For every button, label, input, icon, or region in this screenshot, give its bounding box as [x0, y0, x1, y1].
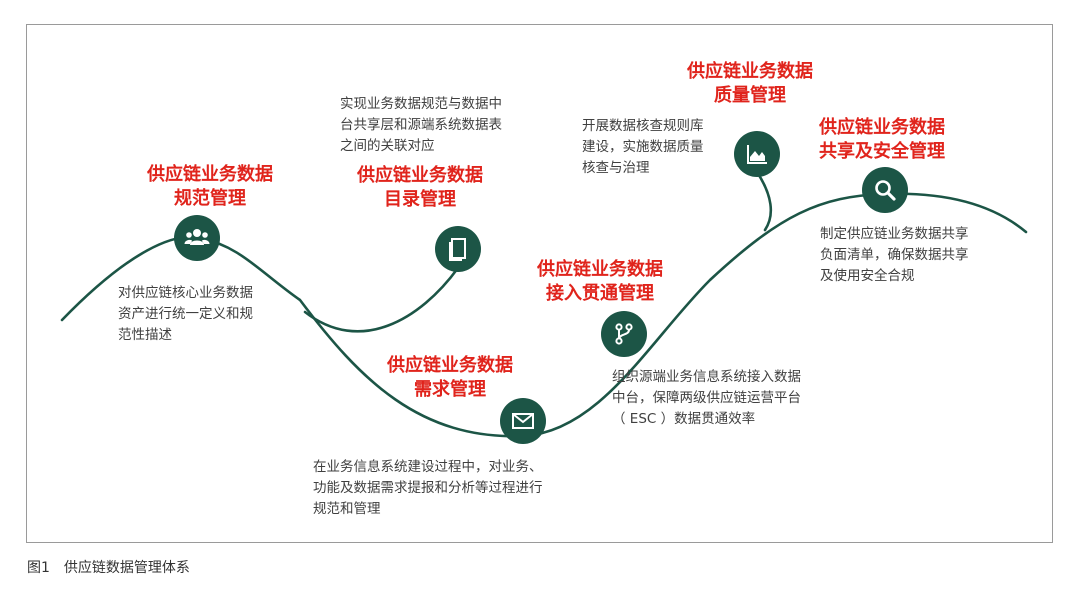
diagram-frame — [26, 24, 1053, 543]
step-title-catalog: 供应链业务数据 目录管理 — [340, 164, 500, 212]
desc-line: 中台，保障两级供应链运营平台 — [612, 390, 801, 406]
title-line: 规范管理 — [174, 188, 246, 209]
desc-line: 负面清单，确保数据共享 — [820, 247, 969, 263]
desc-line: 建设，实施数据质量 — [582, 139, 704, 155]
title-line: 质量管理 — [714, 85, 786, 106]
node-catalog — [435, 226, 481, 272]
step-desc-standard: 对供应链核心业务数据 资产进行统一定义和规 范性描述 — [118, 283, 253, 346]
step-desc-demand: 在业务信息系统建设过程中，对业务、 功能及数据需求提报和分析等过程进行 规范和管… — [313, 457, 543, 520]
desc-line: （ ESC ）数据贯通效率 — [612, 411, 756, 427]
envelope-icon — [512, 413, 534, 429]
node-sharing — [862, 167, 908, 213]
step-title-demand: 供应链业务数据 需求管理 — [370, 354, 530, 402]
desc-line: 及使用安全合规 — [820, 268, 915, 284]
desc-line: 功能及数据需求提报和分析等过程进行 — [313, 480, 543, 496]
node-demand — [500, 398, 546, 444]
title-line: 共享及安全管理 — [819, 141, 945, 162]
step-title-access: 供应链业务数据 接入贯通管理 — [520, 258, 680, 306]
step-title-sharing: 供应链业务数据 共享及安全管理 — [802, 116, 962, 164]
desc-line: 之间的关联对应 — [340, 138, 435, 154]
people-icon — [184, 229, 210, 245]
desc-line: 范性描述 — [118, 327, 172, 343]
title-line: 供应链业务数据 — [819, 117, 945, 138]
figure-caption: 图1 供应链数据管理体系 — [27, 560, 190, 576]
desc-line: 台共享层和源端系统数据表 — [340, 117, 502, 133]
desc-line: 在业务信息系统建设过程中，对业务、 — [313, 459, 543, 475]
step-desc-sharing: 制定供应链业务数据共享 负面清单，确保数据共享 及使用安全合规 — [820, 224, 969, 287]
branch-line-catalog — [303, 266, 460, 333]
desc-line: 对供应链核心业务数据 — [118, 285, 253, 301]
step-desc-catalog: 实现业务数据规范与数据中 台共享层和源端系统数据表 之间的关联对应 — [340, 94, 502, 157]
node-quality — [734, 131, 780, 177]
desc-line: 组织源端业务信息系统接入数据 — [612, 369, 801, 385]
desc-line: 资产进行统一定义和规 — [118, 306, 253, 322]
title-line: 供应链业务数据 — [687, 61, 813, 82]
desc-line: 制定供应链业务数据共享 — [820, 226, 969, 242]
search-icon — [875, 180, 896, 201]
branch-line-quality — [755, 170, 773, 232]
title-line: 供应链业务数据 — [357, 165, 483, 186]
node-standard — [174, 215, 220, 261]
desc-line: 实现业务数据规范与数据中 — [340, 96, 502, 112]
chart-icon — [747, 145, 767, 164]
title-line: 供应链业务数据 — [387, 355, 513, 376]
title-line: 接入贯通管理 — [546, 283, 654, 304]
title-line: 目录管理 — [384, 189, 456, 210]
title-line: 供应链业务数据 — [147, 164, 273, 185]
document-icon — [449, 238, 466, 261]
step-desc-access: 组织源端业务信息系统接入数据 中台，保障两级供应链运营平台 （ ESC ）数据贯… — [612, 367, 801, 430]
step-desc-quality: 开展数据核查规则库 建设，实施数据质量 核查与治理 — [582, 116, 704, 179]
desc-line: 规范和管理 — [313, 501, 381, 517]
node-access — [601, 311, 647, 357]
desc-line: 核查与治理 — [582, 160, 650, 176]
title-line: 供应链业务数据 — [537, 259, 663, 280]
step-title-quality: 供应链业务数据 质量管理 — [670, 60, 830, 108]
branch-icon — [615, 323, 633, 345]
step-title-standard: 供应链业务数据 规范管理 — [130, 163, 290, 211]
title-line: 需求管理 — [414, 379, 486, 400]
desc-line: 开展数据核查规则库 — [582, 118, 704, 134]
